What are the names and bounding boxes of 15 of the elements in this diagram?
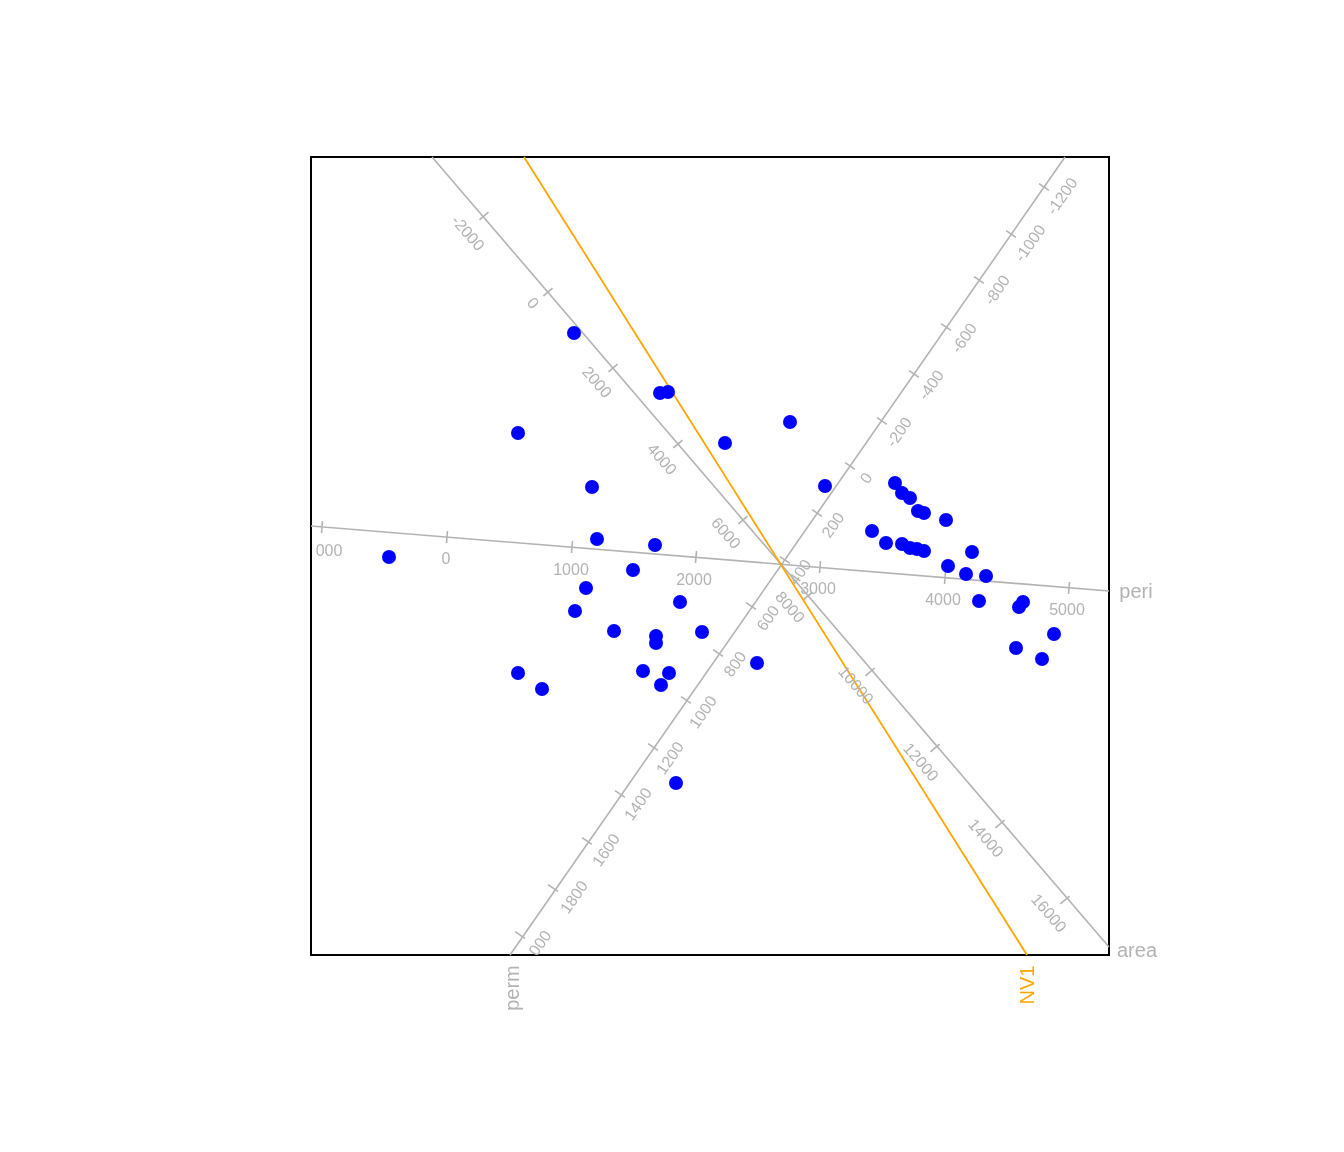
axis-label: peri — [1119, 580, 1153, 602]
tick-label: 000 — [525, 927, 555, 959]
tick-label: 200 — [818, 509, 848, 541]
tick-label: 4000 — [925, 590, 961, 608]
tick-label: 0 — [523, 294, 543, 312]
tick-label: 000 — [315, 541, 343, 559]
axis-label: perm — [501, 965, 523, 1011]
axis-label: NV1 — [1016, 965, 1038, 1005]
tick-label: 5000 — [1049, 600, 1085, 618]
tick-label: 0 — [441, 549, 451, 567]
tick-label: 800 — [720, 648, 750, 680]
tick-label: 2000 — [676, 570, 712, 588]
axis-label: area — [1117, 939, 1157, 961]
tick-label: 0 — [856, 469, 876, 487]
tick-label: 1000 — [553, 560, 589, 578]
